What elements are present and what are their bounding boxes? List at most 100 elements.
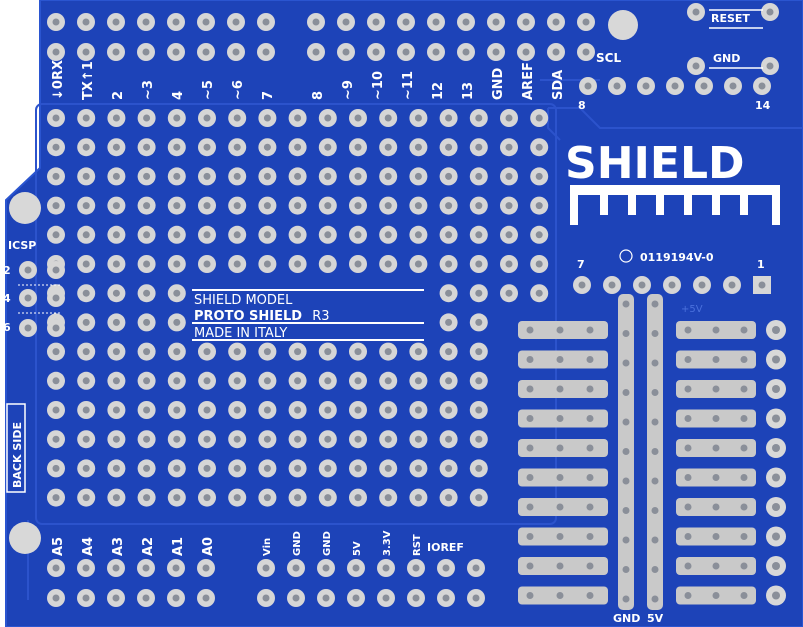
grid-pad — [47, 459, 65, 478]
grid-pad — [198, 459, 216, 478]
icsp-pad — [19, 261, 37, 279]
header-pad — [167, 559, 185, 577]
grid-pad — [318, 109, 337, 127]
grid-pad — [288, 459, 307, 478]
grid-pad — [349, 196, 367, 215]
pads-layer — [19, 3, 779, 607]
header-pad — [407, 589, 425, 607]
model-line-2-rev: R3 — [312, 309, 329, 324]
analog-pin-label: A4 — [81, 537, 96, 556]
grid-pad — [379, 225, 398, 244]
digital-pin-label: ~10 — [371, 71, 386, 100]
grid-pad — [469, 255, 488, 273]
header-pad — [107, 13, 125, 31]
grid-pad — [500, 225, 518, 244]
grid-pad — [349, 138, 367, 157]
grid-pad — [77, 430, 96, 449]
grid-pad — [258, 109, 277, 127]
icsp-pad — [47, 261, 65, 279]
grid-pad — [107, 488, 126, 507]
header-pad — [107, 559, 125, 577]
grid-pad — [77, 342, 96, 361]
header-pad — [761, 57, 779, 75]
grid-pad — [228, 430, 247, 449]
grid-pad — [318, 255, 337, 273]
header-pad — [407, 559, 425, 577]
header-pad — [137, 43, 155, 61]
grid-pad — [439, 342, 458, 361]
header-pad — [347, 559, 365, 577]
grid-pad — [167, 255, 186, 273]
cert-mark-icon — [619, 249, 633, 263]
header-pad — [547, 13, 565, 31]
grid-pad — [469, 167, 488, 186]
digital-pin-label: ~3 — [141, 80, 156, 100]
power-pin-label: Vin — [262, 538, 273, 556]
grid-pad — [228, 167, 247, 186]
digital-pin-label: GND — [491, 67, 506, 100]
ic-pad — [603, 276, 621, 294]
grid-pad — [288, 401, 307, 419]
grid-pad — [258, 401, 277, 419]
header-pad — [608, 77, 626, 95]
grid-pad — [198, 255, 216, 273]
header-pad — [457, 13, 475, 31]
grid-pad — [137, 284, 156, 303]
rail-5v-label: 5V — [647, 612, 664, 625]
grid-pad — [409, 342, 428, 361]
grid-pad — [77, 371, 96, 390]
grid-pad — [47, 401, 65, 419]
grid-pad — [77, 196, 96, 215]
header-pad — [137, 13, 155, 31]
icsp-pad — [47, 319, 65, 337]
grid-pad — [469, 430, 488, 449]
grid-pad — [469, 459, 488, 478]
digital-pin-label: 12 — [431, 82, 446, 100]
grid-pad — [167, 459, 186, 478]
model-line-2-bold: PROTO SHIELD — [194, 309, 302, 324]
grid-pad — [47, 138, 65, 157]
grid-pad — [469, 342, 488, 361]
grid-pad — [439, 138, 458, 157]
grid-pad — [469, 225, 488, 244]
header-pad — [167, 43, 185, 61]
icsp-pad — [19, 319, 37, 337]
ic-pad — [663, 276, 681, 294]
grid-pad — [409, 430, 428, 449]
grid-pad — [198, 138, 216, 157]
grid-pad — [409, 488, 428, 507]
digital-pin-label: ~5 — [201, 80, 216, 100]
header-pad — [427, 13, 445, 31]
grid-pad — [258, 225, 277, 244]
grid-pad — [47, 196, 65, 215]
grid-pad — [47, 488, 65, 507]
header-pad — [227, 43, 245, 61]
power-pin-label: GND — [292, 531, 303, 556]
mounting-hole — [9, 522, 41, 554]
grid-pad — [409, 225, 428, 244]
grid-pad — [318, 225, 337, 244]
grid-pad — [379, 488, 398, 507]
digital-pin-label: SDA — [551, 70, 566, 100]
back-side-frame — [6, 403, 26, 493]
grid-pad — [318, 488, 337, 507]
header-pad — [467, 589, 485, 607]
grid-pad — [77, 138, 96, 157]
gnd-label: GND — [713, 52, 740, 65]
grid-pad — [318, 401, 337, 419]
grid-pad — [500, 196, 518, 215]
grid-pad — [47, 371, 65, 390]
grid-pad — [198, 225, 216, 244]
grid-pad — [439, 255, 458, 273]
grid-pad — [228, 401, 247, 419]
header-pad — [257, 589, 275, 607]
grid-pad — [107, 255, 126, 273]
header-pad — [197, 589, 215, 607]
header-pad — [167, 589, 185, 607]
grid-pad — [349, 225, 367, 244]
header-pad — [137, 559, 155, 577]
header-pad — [753, 77, 771, 95]
grid-pad — [137, 459, 156, 478]
grid-pad — [469, 401, 488, 419]
grid-pad — [439, 371, 458, 390]
